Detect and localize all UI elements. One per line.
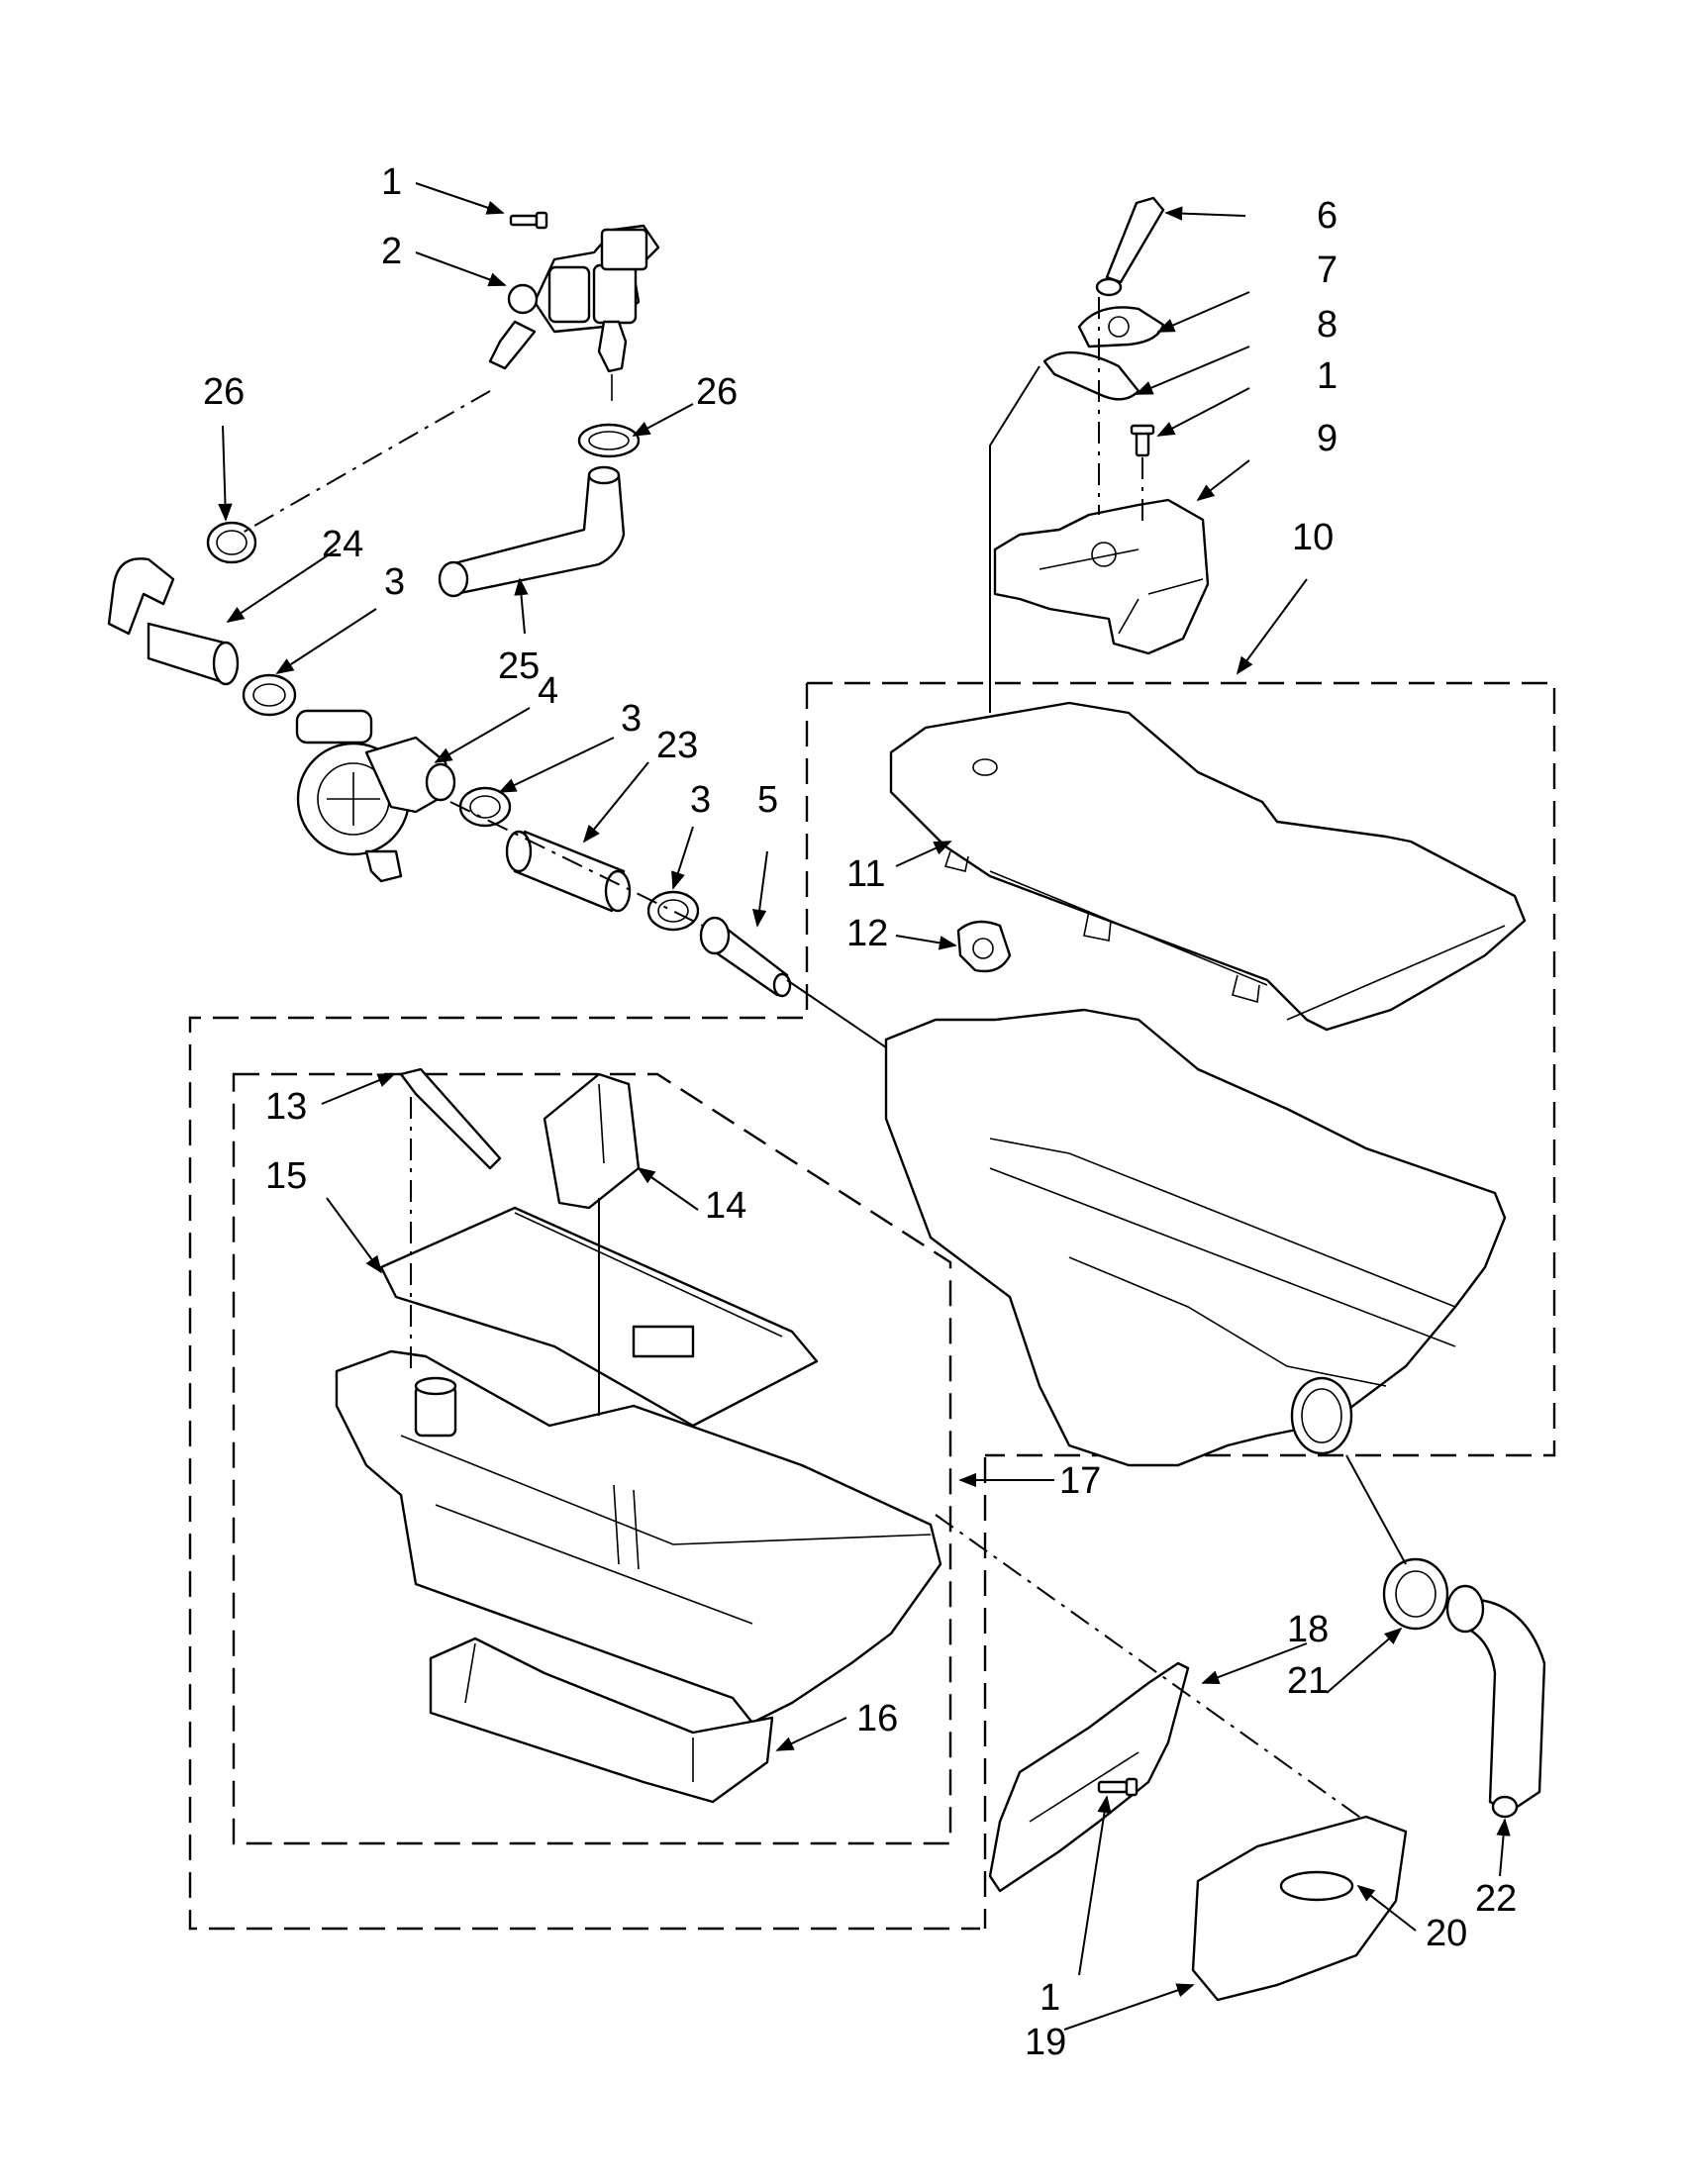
inlet-hose-24 [107, 557, 240, 686]
callout-24-inlet-hose: 24 [322, 524, 363, 565]
callout-5-nozzle: 5 [757, 779, 778, 821]
leader-lines [218, 182, 1511, 2031]
alignment-line-valve-to-hose [242, 390, 491, 534]
callout-3-middle-clamp: 3 [621, 698, 642, 740]
siphon-13 [399, 1067, 502, 1170]
callout-21-seal: 21 [1287, 1660, 1329, 1702]
softener-cup-14 [543, 1072, 641, 1210]
callout-9-actuator: 9 [1317, 418, 1337, 459]
nozzle-to-dispenser-line [786, 979, 887, 1048]
callout-13-siphon: 13 [265, 1086, 307, 1128]
callout-1-panel-screw: 1 [1040, 1977, 1060, 2019]
assembly-boundary-10-left [188, 683, 980, 1931]
knob-12 [956, 920, 1012, 973]
clamp-3-right [646, 890, 700, 932]
callout-7-gear-plate: 7 [1317, 249, 1337, 291]
callout-18-panel: 18 [1287, 1609, 1329, 1650]
actuator-motor-9 [993, 498, 1210, 655]
screw-1-bottom [1097, 1777, 1139, 1797]
callout-3-right-clamp: 3 [690, 779, 711, 821]
drain-pump-4 [295, 709, 456, 883]
dispenser-drawer-17 [335, 1349, 942, 1725]
assembly-boundary-10 [807, 681, 1556, 1457]
callout-15-drawer-lid: 15 [265, 1155, 307, 1197]
screw-1-top [509, 211, 548, 230]
callout-10-dispenser-assembly: 10 [1292, 517, 1334, 558]
alignment-line-pump-line [449, 801, 704, 927]
callout-26-right-clamp: 26 [696, 371, 738, 413]
seal-21 [1382, 1557, 1449, 1631]
callout-12-knob: 12 [846, 913, 888, 954]
callout-22-vent-hose: 22 [1475, 1878, 1517, 1920]
hose-clamp-26-left [206, 521, 257, 564]
dispenser-housing [884, 1008, 1507, 1467]
gear-plate-7 [1077, 306, 1165, 348]
callout-23-hose: 23 [656, 725, 698, 766]
callout-17-drawer-assembly: 17 [1059, 1460, 1101, 1502]
drawer-panel-18 [988, 1661, 1190, 1893]
callout-14-softener-cup: 14 [705, 1185, 746, 1227]
callout-16-tray: 16 [856, 1698, 898, 1739]
hose-23 [505, 830, 632, 913]
water-valve [488, 224, 660, 401]
callout-6-lever: 6 [1317, 195, 1337, 237]
callout-labels: 1 2 26 26 24 3 25 4 3 23 3 5 6 7 8 1 9 1… [203, 161, 1517, 2063]
callout-1-actuator-screw: 1 [1317, 355, 1337, 397]
vent-hose-22 [1445, 1584, 1546, 1819]
lever-6 [1095, 196, 1165, 297]
hose-clamp-26-right [577, 423, 641, 458]
callout-8-gasket: 8 [1317, 304, 1337, 346]
callout-19-handle: 19 [1025, 2022, 1066, 2063]
clamp-3-left [242, 673, 297, 717]
gasket-8 [1042, 351, 1140, 401]
drawer-tray-16 [429, 1637, 774, 1804]
callout-1-valve-screw: 1 [381, 161, 402, 203]
alignment-line-drawer-to-handle [935, 1514, 1367, 1823]
callout-2-water-valve: 2 [381, 231, 402, 272]
dispenser-cover-11 [889, 701, 1527, 1032]
callout-4-pump: 4 [538, 670, 558, 712]
callout-26-left-clamp: 26 [203, 371, 245, 413]
alignment-line-gasket-to-cover [989, 365, 1040, 713]
alignment-line-housing-to-seal [1345, 1454, 1407, 1565]
callout-20-label: 20 [1426, 1913, 1467, 1954]
callout-3-left-clamp: 3 [384, 561, 405, 603]
label-20 [1279, 1870, 1354, 1902]
assembly-boundary-17 [232, 1072, 952, 1845]
callout-25-hose: 25 [498, 645, 540, 687]
inlet-hose-25 [438, 465, 626, 598]
nozzle-5 [699, 916, 792, 998]
clamp-3-middle [458, 786, 512, 828]
callout-11-cover: 11 [846, 853, 885, 895]
screw-1-right [1130, 424, 1155, 457]
drawer-handle-19 [1191, 1815, 1408, 2002]
